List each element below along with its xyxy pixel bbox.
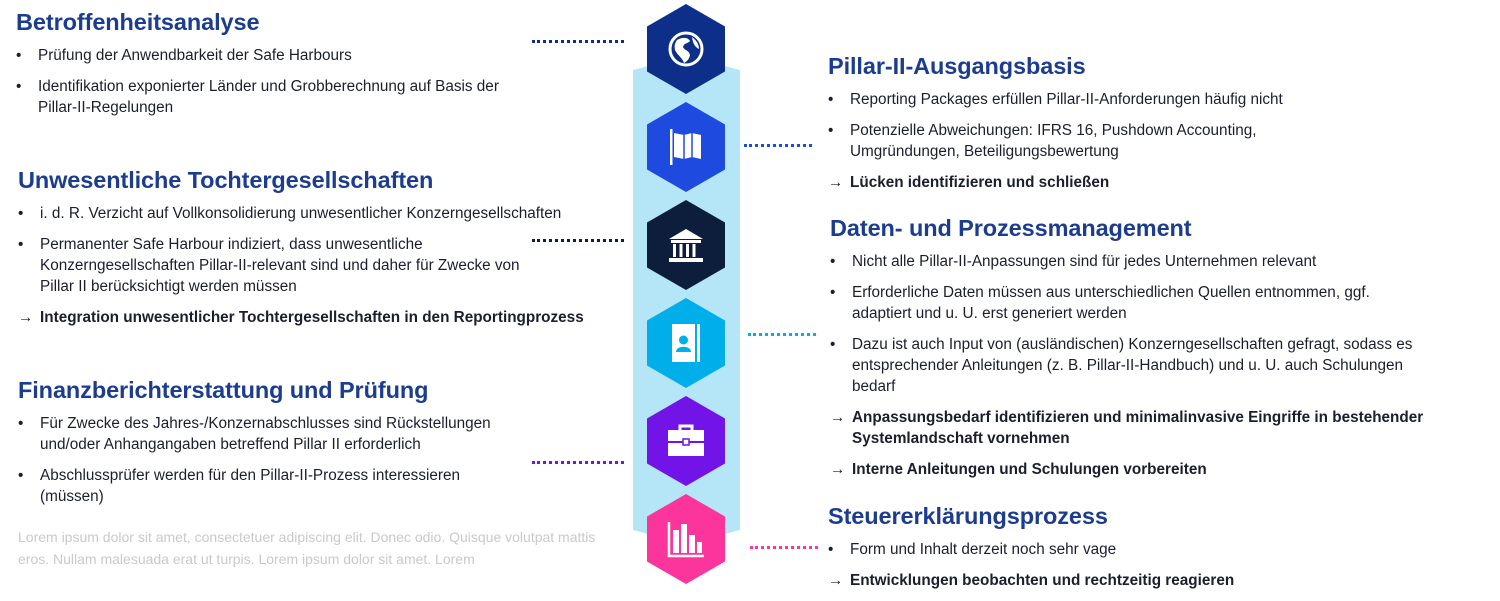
conclusion-item: → Interne Anleitungen und Schulungen vorb… bbox=[830, 459, 1423, 480]
connector-finanzberichterstattung bbox=[532, 461, 624, 464]
section-betroffenheitsanalyse: Betroffenheitsanalyse • Prüfung der Anwend… bbox=[16, 8, 499, 128]
bar-chart-icon bbox=[667, 522, 704, 558]
item-text-line: Nicht alle Pillar-II-Anpassungen sind fü… bbox=[852, 253, 1317, 270]
connector-unwesentliche-tochtergesellschaften bbox=[532, 239, 624, 242]
bullet-icon: • bbox=[828, 91, 834, 108]
item-text-line: Entwicklungen beobachten und rechtzeitig… bbox=[850, 572, 1235, 589]
bullet-item: • Erforderliche Daten müssen aus untersch… bbox=[830, 282, 1423, 324]
conclusion-item: → Integration unwesentlicher Tochtergesel… bbox=[18, 307, 584, 328]
bullet-icon: • bbox=[18, 205, 24, 222]
bullet-icon: • bbox=[16, 78, 22, 95]
section-title: Daten- und Prozessmanagement bbox=[830, 215, 1192, 241]
arrow-icon: → bbox=[828, 174, 844, 191]
bullet-item: • Dazu ist auch Input von (ausländischen)… bbox=[830, 334, 1423, 397]
hexagon-step-3 bbox=[647, 200, 725, 290]
section-daten-prozessmanagement: Daten- und Prozessmanagement • Nicht alle … bbox=[830, 214, 1423, 490]
hexagon-step-5 bbox=[647, 396, 725, 486]
item-text-line: Abschlussprüfer werden für den Pillar-II… bbox=[40, 467, 460, 484]
section-title: Steuererklärungsprozess bbox=[828, 503, 1108, 529]
section-title: Pillar-II-Ausgangsbasis bbox=[828, 53, 1086, 79]
bullet-icon: • bbox=[830, 336, 836, 353]
item-text-line: Systemlandschaft vornehmen bbox=[852, 430, 1070, 447]
bullet-item: • i. d. R. Verzicht auf Vollkonsolidierun… bbox=[18, 203, 584, 224]
flag-icon bbox=[670, 129, 701, 165]
arrow-icon: → bbox=[830, 409, 846, 426]
conclusion-item: → Anpassungsbedarf identifizieren und min… bbox=[830, 407, 1423, 449]
globe-icon bbox=[668, 31, 704, 67]
item-text-line: Pillar II berücksichtigt werden müssen bbox=[40, 278, 297, 295]
bullet-item: • Prüfung der Anwendbarkeit der Safe Harb… bbox=[16, 45, 499, 66]
item-text-line: Für Zwecke des Jahres-/Konzernabschlusse… bbox=[40, 415, 491, 432]
arrow-icon: → bbox=[830, 461, 846, 478]
bullet-icon: • bbox=[18, 467, 24, 484]
connector-betroffenheitsanalyse bbox=[532, 40, 624, 43]
bullet-icon: • bbox=[828, 122, 834, 139]
section-finanzberichterstattung: Finanzberichterstattung und Prüfung • Für … bbox=[18, 376, 491, 517]
item-text-line: bedarf bbox=[852, 378, 896, 395]
item-text-line: Interne Anleitungen und Schulungen vorbe… bbox=[852, 461, 1207, 478]
item-text-line: i. d. R. Verzicht auf Vollkonsolidierung… bbox=[40, 205, 562, 222]
hexagon-step-4 bbox=[647, 298, 725, 388]
section-pillar-ii-ausgangsbasis: Pillar-II-Ausgangsbasis • Reporting Packag… bbox=[828, 52, 1283, 203]
bullet-item: • Für Zwecke des Jahres-/Konzernabschluss… bbox=[18, 413, 491, 455]
briefcase-icon bbox=[668, 424, 704, 456]
bullet-item: • Form und Inhalt derzeit noch sehr vage bbox=[828, 539, 1234, 560]
connector-pillar-ii-ausgangsbasis bbox=[744, 144, 812, 147]
section-unwesentliche-tochtergesellschaften: Unwesentliche Tochtergesellschaften • i. d… bbox=[18, 166, 584, 338]
hexagon-shape bbox=[647, 4, 725, 94]
item-text-line: Erforderliche Daten müssen aus unterschi… bbox=[852, 284, 1370, 301]
item-text-line: Potenzielle Abweichungen: IFRS 16, Pushd… bbox=[850, 122, 1257, 139]
conclusion-item: → Entwicklungen beobachten und rechtzeiti… bbox=[828, 570, 1234, 591]
bullet-item: • Abschlussprüfer werden für den Pillar-I… bbox=[18, 465, 491, 507]
item-text-line: (müssen) bbox=[40, 488, 104, 505]
item-text-line: Pillar-II-Regelungen bbox=[38, 99, 174, 116]
connector-steuererklaerungsprozess bbox=[750, 546, 818, 549]
ghost-placeholder-text: Lorem ipsum dolor sit amet, consectetuer… bbox=[18, 529, 596, 567]
hexagon-step-6 bbox=[647, 494, 725, 584]
bullet-icon: • bbox=[18, 415, 24, 432]
section-title: Unwesentliche Tochtergesellschaften bbox=[18, 167, 434, 193]
section-steuererklaerungsprozess: Steuererklärungsprozess • Form und Inhalt … bbox=[828, 502, 1234, 601]
item-text-line: Anpassungsbedarf identifizieren und mini… bbox=[852, 409, 1424, 426]
item-text-line: Prüfung der Anwendbarkeit der Safe Harbo… bbox=[38, 47, 352, 64]
contact-book-icon bbox=[672, 324, 700, 362]
item-text-line: entsprechender Anleitungen (z. B. Pillar… bbox=[852, 357, 1404, 374]
section-title: Finanzberichterstattung und Prüfung bbox=[18, 377, 429, 403]
bullet-icon: • bbox=[828, 541, 834, 558]
item-text-line: Identifikation exponierter Länder und Gr… bbox=[38, 78, 499, 95]
bullet-icon: • bbox=[18, 236, 24, 253]
bullet-icon: • bbox=[830, 253, 836, 270]
bullet-item: • Identifikation exponierter Länder und G… bbox=[16, 76, 499, 118]
bullet-item: • Nicht alle Pillar-II-Anpassungen sind f… bbox=[830, 251, 1423, 272]
item-text-line: adaptiert und u. U. erst generiert werde… bbox=[852, 305, 1127, 322]
hexagon-step-2 bbox=[647, 102, 725, 192]
item-text-line: Permanenter Safe Harbour indiziert, dass… bbox=[40, 236, 423, 253]
bullet-item: • Reporting Packages erfüllen Pillar-II-A… bbox=[828, 89, 1283, 110]
arrow-icon: → bbox=[18, 309, 34, 326]
item-text-line: Konzerngesellschaften Pillar-II-relevant… bbox=[40, 257, 520, 274]
connector-daten-prozessmanagement bbox=[748, 333, 816, 336]
item-text-line: Integration unwesentlicher Tochtergesell… bbox=[40, 309, 584, 326]
bullet-item: • Potenzielle Abweichungen: IFRS 16, Push… bbox=[828, 120, 1283, 162]
bullet-icon: • bbox=[16, 47, 22, 64]
bullet-item: • Permanenter Safe Harbour indiziert, das… bbox=[18, 234, 584, 297]
bullet-icon: • bbox=[830, 284, 836, 301]
item-text-line: Reporting Packages erfüllen Pillar-II-An… bbox=[850, 91, 1283, 108]
item-text-line: Lücken identifizieren und schließen bbox=[850, 174, 1110, 191]
item-text-line: Form und Inhalt derzeit noch sehr vage bbox=[850, 541, 1117, 558]
conclusion-item: → Lücken identifizieren und schließen bbox=[828, 172, 1283, 193]
arrow-icon: → bbox=[828, 572, 844, 589]
hexagon-step-1 bbox=[647, 4, 725, 94]
item-text-line: Umgründungen, Beteiligungsbewertung bbox=[850, 143, 1119, 160]
item-text-line: Dazu ist auch Input von (ausländischen) … bbox=[852, 336, 1413, 353]
section-title: Betroffenheitsanalyse bbox=[16, 9, 260, 35]
bank-icon bbox=[669, 229, 703, 262]
item-text-line: und/oder Anhangangaben betreffend Pillar… bbox=[40, 436, 421, 453]
